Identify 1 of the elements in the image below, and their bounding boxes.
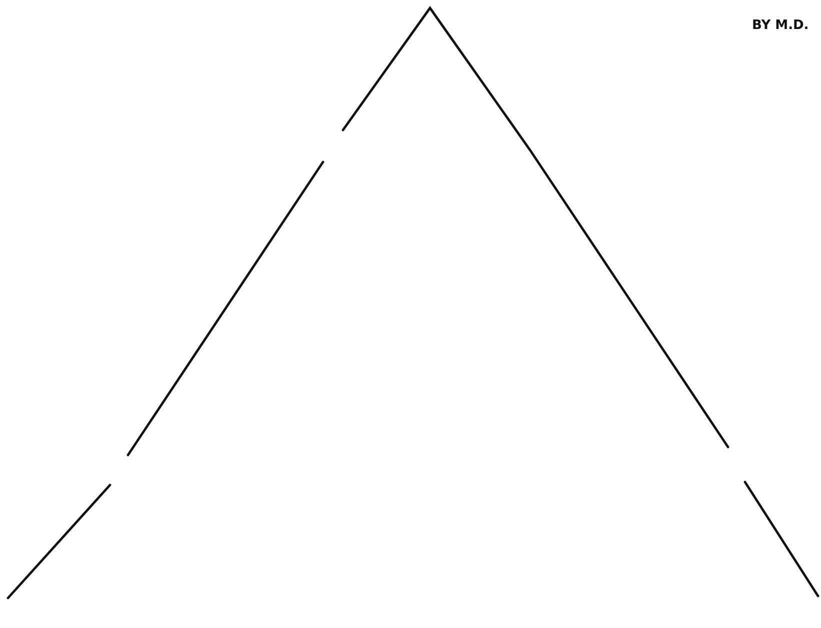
author-credit: BY M.D. bbox=[752, 18, 809, 33]
